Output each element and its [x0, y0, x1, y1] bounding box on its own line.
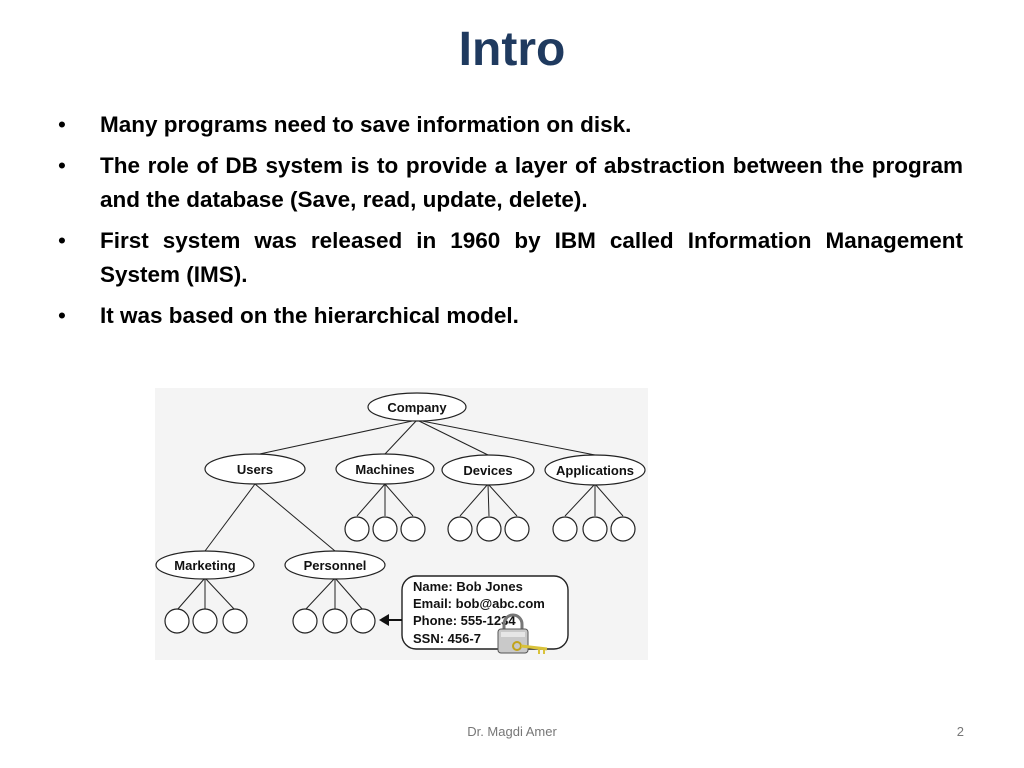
edge-line — [459, 483, 489, 517]
edge-line — [384, 483, 414, 517]
bullet-item: • It was based on the hierarchical model… — [58, 299, 963, 333]
edge-line — [356, 483, 386, 517]
footer-author: Dr. Magdi Amer — [467, 724, 557, 739]
leaf-node — [552, 516, 578, 542]
slide-title: Intro — [458, 23, 566, 76]
leaf-node — [582, 516, 608, 542]
leaf-node — [476, 516, 502, 542]
bullet-item: • Many programs need to save information… — [58, 108, 963, 142]
bullet-list: • Many programs need to save information… — [58, 108, 963, 340]
hierarchical-model-diagram: Company Users Machines Devices Applicati… — [155, 388, 648, 660]
edge-line — [304, 577, 336, 611]
leaf-node — [610, 516, 636, 542]
bullet-item: • First system was released in 1960 by I… — [58, 224, 963, 292]
leaf-node — [322, 608, 348, 634]
record-phone: Phone: 555-1234 — [413, 613, 516, 628]
bullet-icon: • — [58, 303, 66, 328]
edge-line — [176, 577, 206, 611]
edge-line — [384, 419, 418, 455]
leaf-node — [192, 608, 218, 634]
edge-line — [416, 419, 489, 456]
edge-line — [487, 483, 518, 517]
bullet-icon: • — [58, 228, 66, 253]
edge-line — [254, 483, 336, 552]
leaf-node — [350, 608, 376, 634]
node-marketing-label: Marketing — [174, 558, 235, 573]
node-company-label: Company — [387, 400, 447, 415]
node-ellipse — [335, 453, 435, 485]
node-personnel-label: Personnel — [304, 558, 367, 573]
node-ellipse — [284, 550, 386, 580]
key-icon — [512, 641, 548, 654]
edge-line — [254, 419, 418, 456]
node-ellipse — [367, 392, 467, 422]
diagram-canvas: Company Users Machines Devices Applicati… — [155, 392, 646, 654]
node-ellipse — [544, 454, 646, 486]
leaf-node — [344, 516, 370, 542]
edge-line — [204, 577, 236, 611]
edge-line — [334, 577, 364, 611]
bullet-text: First system was released in 1960 by IBM… — [100, 228, 963, 287]
pointer-arrowhead — [379, 614, 389, 626]
edge-line — [487, 483, 490, 517]
node-ellipse — [204, 453, 306, 485]
edge-line — [594, 483, 624, 517]
record-email: Email: bob@abc.com — [413, 596, 545, 611]
node-ellipse — [155, 550, 255, 580]
node-ellipse — [441, 454, 535, 486]
bullet-text: The role of DB system is to provide a la… — [100, 153, 963, 212]
node-machines-label: Machines — [355, 462, 414, 477]
leaf-node — [447, 516, 473, 542]
leaf-node — [222, 608, 248, 634]
bullet-icon: • — [58, 153, 66, 178]
leaf-node — [292, 608, 318, 634]
bullet-text: Many programs need to save information o… — [100, 112, 632, 137]
leaf-node — [504, 516, 530, 542]
record-ssn: SSN: 456-7 — [413, 631, 481, 646]
node-applications-label: Applications — [556, 463, 634, 478]
bullet-text: It was based on the hierarchical model. — [100, 303, 519, 328]
leaf-node — [164, 608, 190, 634]
page-number: 2 — [956, 724, 964, 739]
edge-line — [416, 419, 596, 456]
edge-line — [204, 483, 256, 552]
leaf-node — [372, 516, 398, 542]
leaf-node — [400, 516, 426, 542]
bullet-icon: • — [58, 112, 66, 137]
node-users-label: Users — [237, 462, 273, 477]
edge-line — [564, 483, 596, 517]
bullet-item: • The role of DB system is to provide a … — [58, 149, 963, 217]
record-name: Name: Bob Jones — [413, 579, 523, 594]
node-devices-label: Devices — [463, 463, 512, 478]
